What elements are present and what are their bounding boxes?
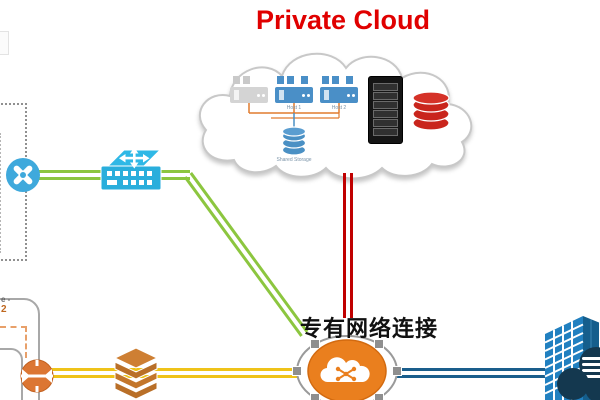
server-led [307, 93, 310, 97]
rounded-zone-box-outer [0, 298, 40, 400]
zone-label-line1: e - [1, 295, 11, 304]
yellow-line-horizontal [46, 368, 298, 378]
vm-icon [301, 76, 308, 84]
rack-slot [373, 92, 398, 100]
orange-dashed-line-h [0, 326, 27, 328]
dark-cloud-server-icon [557, 347, 600, 400]
aws-stack-icon [113, 347, 159, 400]
red-line-vertical [343, 173, 353, 318]
server-rack-icon [368, 76, 403, 144]
vm-icon [233, 76, 240, 84]
rack-slot [373, 110, 398, 118]
router-icon [6, 158, 40, 192]
server-storage-connector [248, 103, 340, 127]
connection-label: 专有网络连接 [300, 316, 439, 341]
green-line-diagonal [183, 172, 309, 337]
vm-icon [287, 76, 294, 84]
server-panel [234, 90, 239, 100]
vm-icon [322, 76, 329, 84]
host2-label: Host 2 [331, 105, 347, 111]
switch-icon [100, 147, 162, 191]
vm-icon [332, 76, 339, 84]
zone-label-line2: 2 [1, 304, 7, 315]
server-led [302, 93, 305, 97]
express-connect-icon [292, 335, 402, 400]
vm-icon [277, 76, 284, 84]
orange-dashed-line-v [25, 326, 27, 358]
diagram-title: Private Cloud [256, 5, 431, 35]
server-panel [324, 90, 329, 100]
server-panel [279, 90, 284, 100]
red-database-icon [412, 91, 450, 131]
vm-icon [243, 76, 250, 84]
server-led [347, 93, 350, 97]
shared-storage-icon [281, 126, 307, 156]
server-led [257, 93, 260, 97]
host1-label: Host 1 [286, 105, 302, 111]
rack-slot [373, 119, 398, 127]
dashed-zone-box-partial [0, 133, 3, 253]
rack-slot [373, 101, 398, 109]
blue-line-horizontal [396, 368, 548, 378]
blue-server2-icon [320, 87, 358, 103]
gateway-icon [20, 359, 54, 393]
shared-storage-label: Shared Storage [276, 157, 312, 163]
server-led [262, 93, 265, 97]
partial-box [0, 31, 9, 55]
rack-slot [373, 128, 398, 136]
blue-server1-icon [275, 87, 313, 103]
server-led [352, 93, 355, 97]
rack-slot [373, 83, 398, 91]
zone-label-clipped: e - 2 [1, 295, 10, 315]
vm-icon [346, 76, 353, 84]
gray-server-icon [230, 87, 268, 103]
